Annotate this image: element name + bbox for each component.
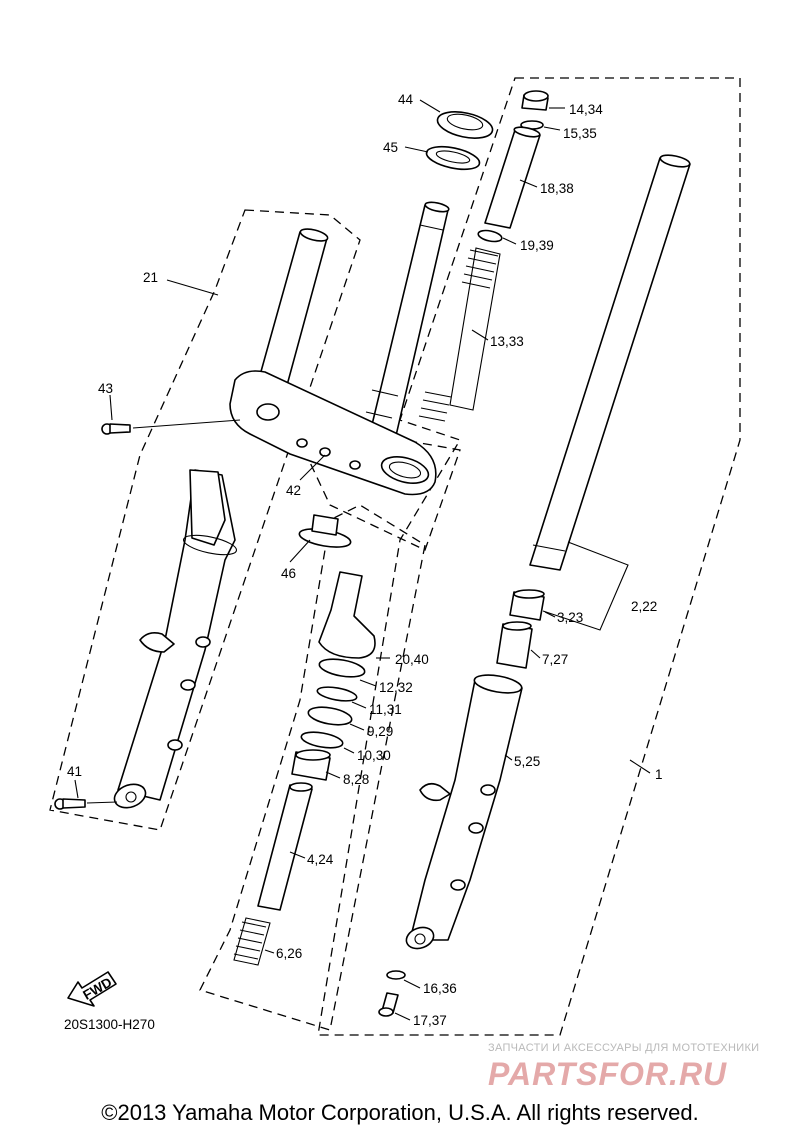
callout-13-33: 13,33	[490, 334, 524, 349]
dust-seal-bracket-20-40	[318, 571, 376, 659]
callout-11-31: 11,31	[369, 702, 402, 717]
callout-19-39: 19,39	[520, 238, 554, 253]
slide-metal-7-27	[496, 621, 533, 669]
slide-metal-8-28	[291, 749, 331, 781]
ring-nut-46	[298, 514, 352, 548]
callout-17-37: 17,37	[413, 1013, 447, 1028]
damper-rod-4-24	[257, 782, 313, 911]
callout-18-38: 18,38	[540, 181, 574, 196]
callout-41: 41	[67, 764, 82, 779]
callout-9-29: 9,29	[367, 724, 393, 739]
callout-21: 21	[143, 270, 158, 285]
steering-stem-and-under-bracket	[229, 201, 450, 496]
diagram-code: 20S1300-H270	[64, 1017, 155, 1032]
washer-19-39	[477, 229, 503, 243]
callout-43: 43	[98, 381, 113, 396]
group-outline-bracket	[288, 419, 461, 551]
callout-7-27: 7,27	[542, 652, 568, 667]
callout-42: 42	[286, 483, 301, 498]
bearing-44	[436, 111, 494, 139]
callout-16-36: 16,36	[423, 981, 457, 996]
callout-44: 44	[398, 92, 414, 107]
bolt-43	[101, 423, 131, 435]
callout-20-40: 20,40	[395, 652, 429, 667]
oil-seal-9-29	[307, 706, 353, 726]
washer-10-30	[300, 731, 344, 749]
cap-bolt-14-34	[521, 90, 549, 111]
left-fork-assembly	[113, 228, 329, 809]
callout-45: 45	[383, 140, 398, 155]
callout-1: 1	[655, 767, 663, 782]
callout-3-23: 3,23	[557, 610, 583, 625]
group-outline-left-fork	[49, 209, 361, 831]
inner-tube-2-22	[529, 154, 691, 571]
seal-45	[425, 145, 481, 171]
spacer-18-38	[484, 126, 541, 229]
copyright-notice: ©2013 Yamaha Motor Corporation, U.S.A. A…	[101, 1100, 699, 1125]
spring-6-26	[233, 917, 271, 966]
callout-15-35: 15,35	[563, 126, 597, 141]
clip-11-31	[316, 686, 358, 702]
callout-5-25: 5,25	[514, 754, 540, 769]
callout-6-26: 6,26	[276, 946, 302, 961]
outer-tube-5-25	[405, 674, 523, 950]
group-outline-right-fork	[317, 77, 741, 1036]
dust-seal-12-32	[318, 658, 366, 678]
leader-lines	[74, 99, 651, 1021]
bolt-41	[54, 798, 86, 810]
callout-10-30: 10,30	[357, 748, 391, 763]
slide-metal-3-23	[509, 589, 545, 621]
spring-13-33	[418, 247, 501, 422]
callout-12-32: 12,32	[379, 680, 413, 695]
callout-4-24: 4,24	[307, 852, 334, 867]
fwd-arrow-icon: FWD	[67, 971, 117, 1007]
callout-46: 46	[281, 566, 296, 581]
watermark-logo[interactable]: PARTSFOR.RU	[488, 1056, 728, 1092]
callout-8-28: 8,28	[343, 772, 369, 787]
group-outline-inner-parts	[199, 504, 426, 1031]
watermark-tagline: ЗАПЧАСТИ И АКСЕССУАРЫ ДЛЯ МОТОТЕХНИКИ	[488, 1042, 760, 1054]
washer-16-36	[386, 970, 406, 980]
callout-2-22: 2,22	[631, 599, 657, 614]
bolt-17-37	[378, 992, 399, 1017]
callout-14-34: 14,34	[569, 102, 603, 117]
